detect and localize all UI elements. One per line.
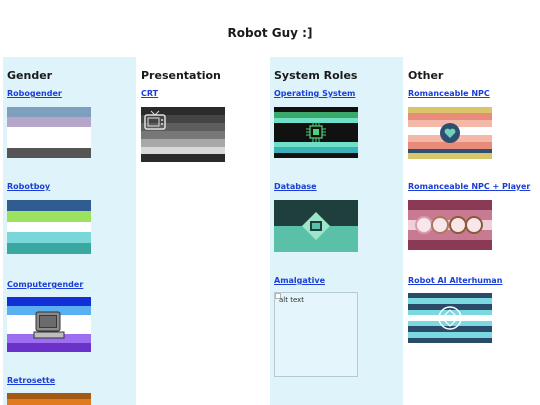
flag-romanceable-npc[interactable]: [408, 107, 492, 159]
link-romanceable-npc-player[interactable]: Romanceable NPC + Player: [408, 182, 531, 191]
link-robotboy[interactable]: Robotboy: [7, 182, 51, 191]
link-database[interactable]: Database: [274, 182, 317, 191]
heart-icon: [440, 123, 460, 143]
column-gender: Gender Robogender Robotboy Computergende…: [3, 57, 136, 405]
link-amalgative[interactable]: Amalgative: [274, 276, 325, 285]
flag-robogender[interactable]: [7, 107, 91, 158]
page-title: Robot Guy :]: [227, 26, 313, 40]
database-icon: [302, 212, 330, 240]
column-system-roles: System Roles Operating System Database: [270, 57, 403, 405]
flag-robotboy[interactable]: [7, 200, 91, 254]
link-retrosette[interactable]: Retrosette: [7, 376, 56, 385]
column-heading-presentation: Presentation: [141, 69, 221, 82]
linked-hearts-icon: [415, 216, 483, 234]
column-heading-system-roles: System Roles: [274, 69, 358, 82]
link-robot-ai-alterhuman[interactable]: Robot AI Alterhuman: [408, 276, 503, 285]
flag-operating-system[interactable]: [274, 107, 358, 158]
flag-database[interactable]: [274, 200, 358, 252]
flag-computergender[interactable]: [7, 297, 91, 352]
link-crt[interactable]: CRT: [141, 89, 159, 98]
computer-icon: [33, 311, 65, 339]
link-operating-system[interactable]: Operating System: [274, 89, 356, 98]
flag-crt[interactable]: [141, 107, 225, 162]
broken-image-amalgative: alt text: [274, 292, 358, 377]
link-computergender[interactable]: Computergender: [7, 280, 84, 289]
column-presentation: Presentation CRT: [137, 57, 267, 405]
chip-icon: [306, 122, 326, 142]
column-heading-other: Other: [408, 69, 444, 82]
link-romanceable-npc[interactable]: Romanceable NPC: [408, 89, 490, 98]
flag-romanceable-npc-player[interactable]: [408, 200, 492, 250]
image-alt-text: alt text: [279, 296, 305, 304]
broken-image-icon: [275, 293, 281, 299]
link-robogender[interactable]: Robogender: [7, 89, 62, 98]
column-heading-gender: Gender: [7, 69, 53, 82]
flag-robot-ai-alterhuman[interactable]: [408, 293, 492, 343]
column-other: Other Romanceable NPC Romanceable NPC + …: [404, 57, 540, 405]
flag-retrosette[interactable]: [7, 393, 91, 405]
robot-ai-symbol-icon: [438, 306, 462, 330]
tv-icon: [144, 110, 166, 130]
